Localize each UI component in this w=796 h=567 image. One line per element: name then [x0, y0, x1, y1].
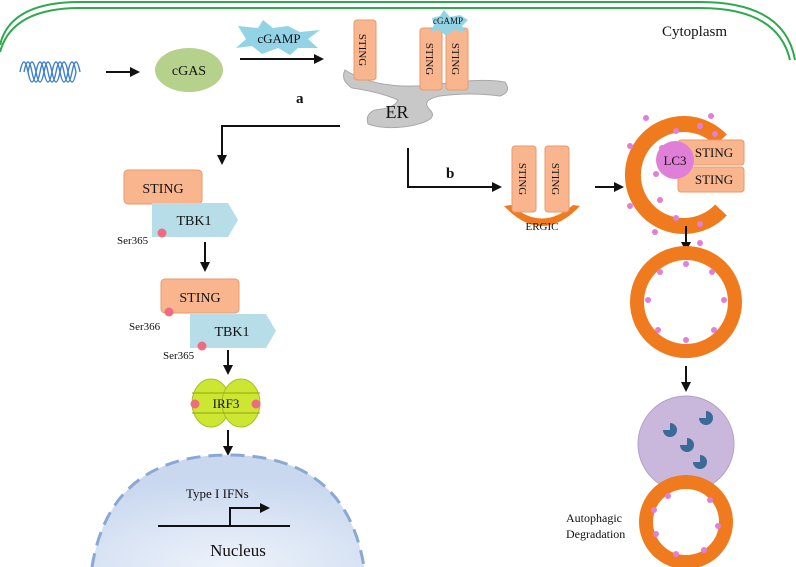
er-label: ER [385, 102, 408, 122]
irf3-label: IRF3 [213, 396, 240, 411]
svg-text:STING: STING [449, 43, 461, 75]
ergic-membrane [504, 205, 580, 226]
ser365-label-1: Ser365 [117, 235, 149, 247]
nucleus-label: Nucleus [210, 541, 266, 560]
sting-ergic-dimer: STING STING [511, 145, 570, 213]
autophagosome-lc3-dots [645, 261, 727, 343]
transcription-start-arrow [229, 503, 270, 526]
path-b-label: b [446, 166, 454, 182]
path-a-label: a [296, 91, 304, 107]
svg-text:STING: STING [549, 163, 561, 195]
cgas-ellipse [155, 48, 223, 92]
phospho-dot-ser365-1 [157, 228, 167, 238]
cytoplasm-label: Cytoplasm [662, 24, 727, 40]
tbk1-box-2-label: TBK1 [215, 325, 250, 340]
svg-text:STING: STING [356, 34, 368, 66]
svg-text:STING: STING [516, 163, 528, 195]
tbk1-box-1-label: TBK1 [177, 214, 212, 229]
svg-text:STING: STING [423, 43, 435, 75]
arrow-path-b [407, 148, 502, 192]
arrow-path-a [217, 125, 340, 165]
sting-autophagy-1-label: STING [695, 145, 733, 160]
autolysosome [639, 475, 733, 567]
sting-box-2-label: STING [179, 291, 220, 306]
tbk1-box-2 [190, 314, 276, 348]
autophagosome [630, 246, 742, 358]
lysosome-enzymes [663, 411, 713, 469]
cgamp-star-small [430, 10, 468, 36]
phospho-dot-irf3-right [251, 399, 261, 409]
sting-box-2 [160, 278, 240, 314]
cell-membrane [0, 0, 796, 61]
nucleus [92, 455, 364, 567]
autophagic-degradation-line1: Autophagic [566, 511, 622, 525]
ser365-label-2: Ser365 [163, 350, 195, 362]
cgamp-large-label: cGAMP [257, 31, 300, 46]
sting-autophagy-2 [677, 166, 745, 193]
phagophore-lc3-dots [627, 113, 718, 246]
dna-helix [19, 61, 81, 83]
irf3-dimer [191, 378, 261, 428]
tbk1-box-1 [152, 203, 238, 237]
autophagic-degradation-line2: Degradation [566, 527, 625, 541]
type-i-ifns-label: Type I IFNs [186, 486, 249, 501]
phagophore [624, 116, 727, 234]
sting-autophagy-2-label: STING [695, 172, 733, 187]
phospho-dot-ser366 [164, 307, 174, 317]
phospho-dot-irf3-left [190, 399, 200, 409]
cgamp-small-label: cGAMP [433, 16, 463, 26]
lc3-label: LC3 [663, 153, 686, 168]
sting-box-1-label: STING [142, 182, 183, 197]
lc3-circle [656, 141, 694, 179]
sting-er-dimer: STING STING [419, 27, 469, 91]
cgamp-star-large [236, 20, 320, 55]
phospho-dot-ser365-2 [197, 341, 207, 351]
cgas-label: cGAS [172, 64, 206, 79]
sting-er-monomer: STING [353, 19, 377, 81]
ser366-label: Ser366 [129, 321, 161, 333]
autolysosome-lc3-dots [651, 493, 721, 557]
ergic-label: ERGIC [526, 221, 559, 233]
